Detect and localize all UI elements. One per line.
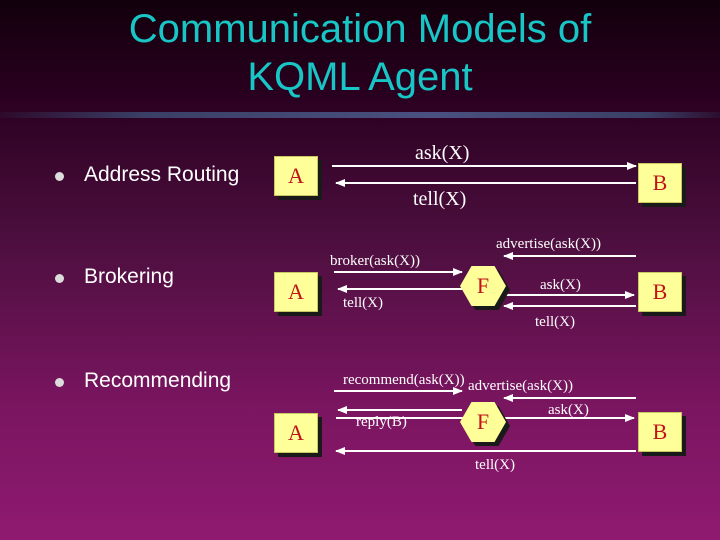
address-ask-label: ask(X) (415, 142, 470, 164)
agent-b-node: B (638, 412, 682, 452)
recommending-ask-label: ask(X) (548, 402, 589, 418)
recommend-label: recommend(ask(X)) (343, 372, 465, 388)
brokering-ask-label: ask(X) (540, 277, 581, 293)
agent-a-node: A (274, 272, 318, 312)
brokering-tell-label: tell(X) (343, 295, 383, 311)
bullet-dot (55, 378, 64, 387)
bullet-dot (55, 172, 64, 181)
bullet-address-routing: Address Routing (84, 163, 240, 186)
agent-a-node: A (274, 413, 318, 453)
agent-a-node: A (274, 156, 318, 196)
bullet-recommending: Recommending (84, 369, 232, 392)
title-divider (0, 112, 720, 118)
brokering-advertise-label: advertise(ask(X)) (496, 236, 601, 252)
brokering-tell-back-label: tell(X) (535, 314, 575, 330)
bullet-brokering: Brokering (84, 265, 174, 288)
slide-title-line2: KQML Agent (247, 55, 473, 99)
recommending-tell-label: tell(X) (475, 457, 515, 473)
reply-label: reply(B) (356, 414, 407, 430)
bullet-dot (55, 274, 64, 283)
agent-b-node: B (638, 272, 682, 312)
recommending-advertise-label: advertise(ask(X)) (468, 378, 573, 394)
broker-label: broker(ask(X)) (330, 253, 420, 269)
agent-b-node: B (638, 163, 682, 203)
address-tell-label: tell(X) (413, 188, 467, 210)
slide-title-line1: Communication Models of (128, 7, 592, 51)
